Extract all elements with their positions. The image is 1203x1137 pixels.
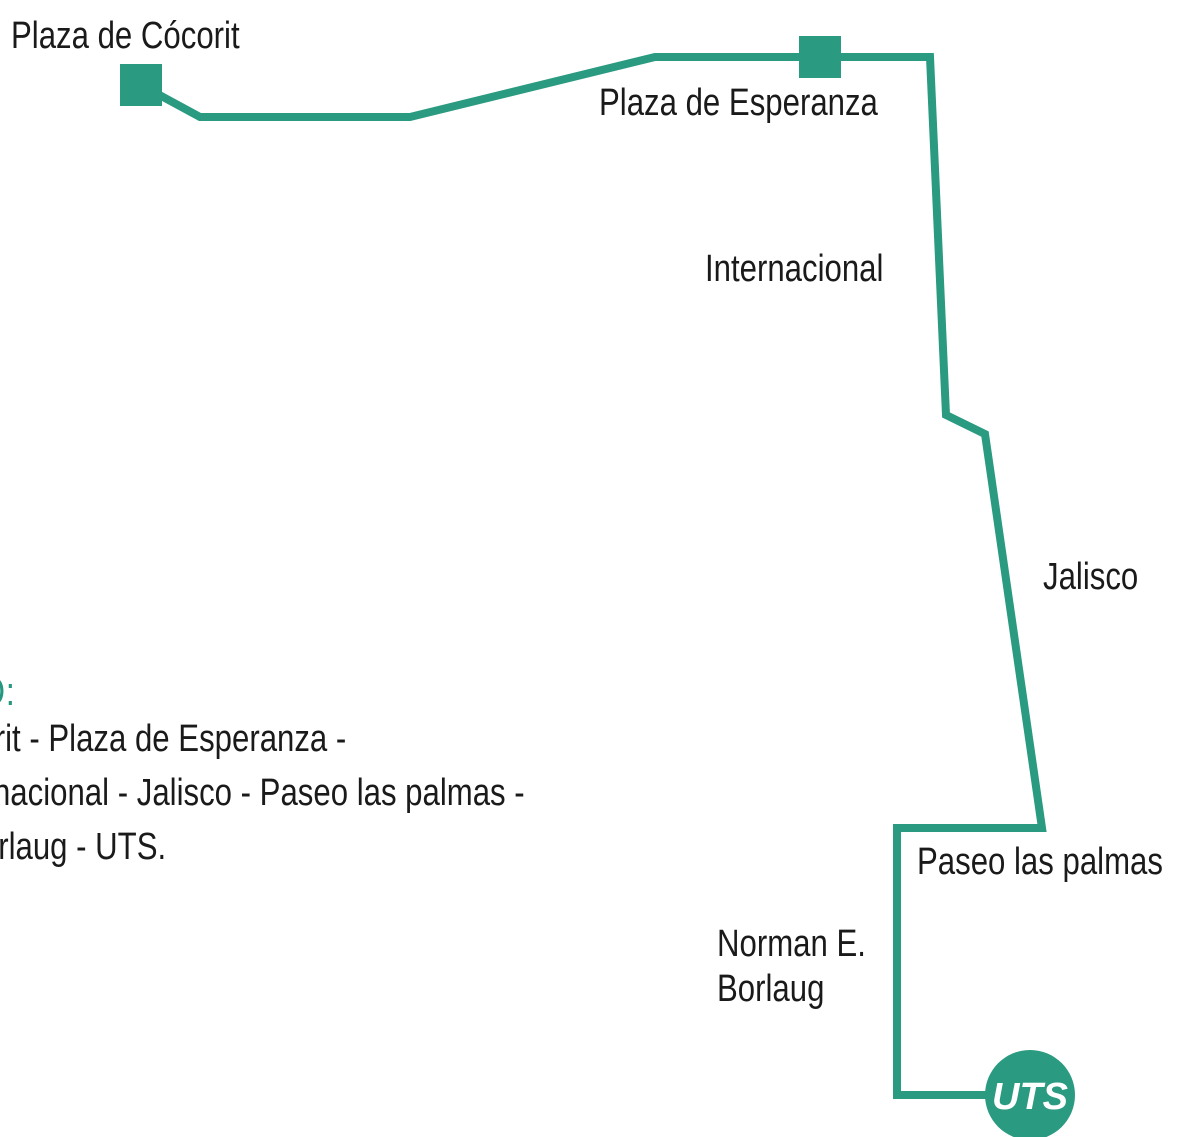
street-label-internacional: Internacional [705,248,884,290]
route-line [135,53,1047,1099]
uts-logo-text: UTS [992,1076,1068,1118]
street-label-norman-line2: Borlaug [717,967,825,1010]
stop-marker-plaza-cocorit [120,64,162,106]
uts-logo-icon: UTS [985,1050,1075,1137]
stop-label-plaza-cocorit: Plaza de Cócorit [11,15,240,57]
route-summary-line: e Cócorit - Plaza de Esperanza - [0,718,347,760]
street-label-jalisco: Jalisco [1043,556,1139,598]
route-summary-lines: e Cócorit - Plaza de Esperanza - ra inte… [0,712,525,874]
route-summary-heading: RRIDO: [0,670,16,714]
route-summary-line: ra internacional - Jalisco - Paseo las p… [0,772,525,814]
street-label-norman-line1: Norman E. [717,923,866,965]
street-label-norman-borlaug: Norman E. Borlaug [717,922,866,1012]
route-summary-line: n E. Borlaug - UTS. [0,826,167,868]
stop-label-plaza-esperanza: Plaza de Esperanza [599,82,878,124]
stop-marker-plaza-esperanza [799,36,841,78]
street-label-paseo-palmas: Paseo las palmas [917,841,1163,883]
route-summary: RRIDO: e Cócorit - Plaza de Esperanza - … [0,672,525,874]
